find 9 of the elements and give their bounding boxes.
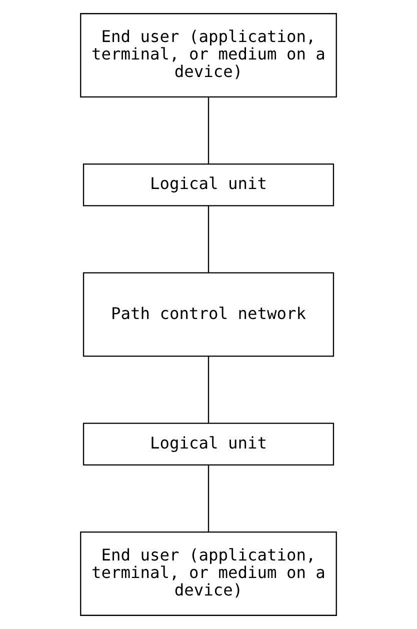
connector — [208, 465, 210, 532]
connector — [208, 97, 210, 164]
connector — [208, 356, 210, 423]
node-box: End user (application, terminal, or medium on a device) — [80, 531, 337, 616]
node-box: Path control network — [82, 272, 334, 357]
node-box: Logical unit — [82, 422, 334, 466]
node-box: Logical unit — [82, 163, 334, 206]
connector — [208, 206, 210, 273]
node-box: End user (application, terminal, or medium on a device) — [80, 13, 337, 98]
